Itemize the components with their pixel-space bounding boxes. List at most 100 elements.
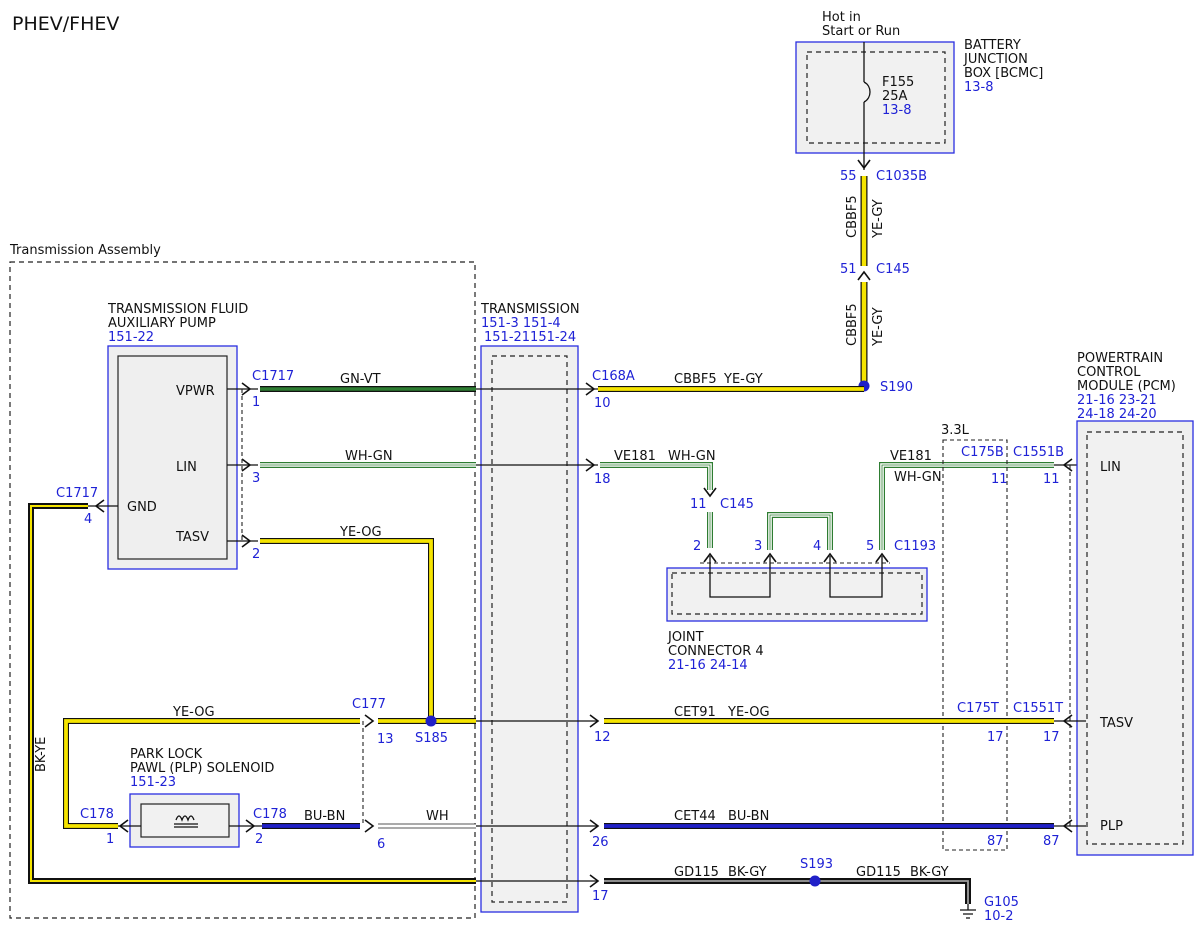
bjb-name-1: BATTERY [964,38,1021,53]
c145b-label: C145 [720,497,754,512]
wire-cbbf5-b: CBBF5 [845,303,860,346]
transmission-ref-2: 151-21151-24 [484,330,576,345]
c1717-tasv-pin: 2 [252,547,260,562]
c1717-tasv-arrow-icon [241,534,252,548]
jc-pin-3: 3 [754,539,762,554]
wire-yeog-c: YE-OG [727,705,770,720]
wire-bkgy-a: BK-GY [728,865,767,880]
transmission-block: TRANSMISSION 151-3 151-4 151-21151-24 [480,302,580,913]
wire-cet91: CET91 [674,705,716,720]
plp-solenoid: PARK LOCK PAWL (PLP) SOLENOID 151-23 [129,747,274,848]
wire-bubn-a: BU-BN [304,809,345,824]
pump-pin-vpwr: VPWR [176,384,215,399]
pcm-pin-tasv: TASV [1099,716,1133,731]
pcm-name-3: MODULE (PCM) [1077,379,1176,394]
wire-gd115-a: GD115 [674,865,719,880]
bjb-name-2: JUNCTION [963,52,1028,67]
wire-cbbf5-c: CBBF5 [674,372,717,387]
c1717-gnd-arrow-icon [94,499,105,513]
c168-tasv-pin: 12 [594,730,611,745]
c168a-pwr-arrow-icon [585,382,596,396]
jc-pin2-arrow-icon [703,552,717,563]
c1717-gnd-pin: 4 [84,512,92,527]
transmission-fluid-aux-pump: TRANSMISSION FLUID AUXILIARY PUMP 151-22… [107,302,248,570]
jc-pin-5: 5 [866,539,874,554]
c168-plp-pin: 26 [592,835,609,850]
c1717-lin-pin: 3 [252,471,260,486]
wire-wh: WH [426,809,449,824]
pump-name-2: AUXILIARY PUMP [108,316,216,331]
ground-name: G105 [984,895,1019,910]
plp-ref: 151-23 [130,775,176,790]
transmission-assembly-boundary [9,261,476,919]
pcm-ref-2: 24-18 24-20 [1077,407,1157,422]
plp-name-2: PAWL (PLP) SOLENOID [130,761,274,776]
c1717b-label: C1717 [56,486,98,501]
jc-name-1: JOINT [667,630,704,645]
jc-pin-4: 4 [813,539,821,554]
wire-yegy-b: YE-GY [871,307,886,347]
c168-gnd-pin: 17 [592,889,609,904]
c177-plp-pin: 6 [377,837,385,852]
pump-name-1: TRANSMISSION FLUID [107,302,248,317]
c168a-gnd-arrow-icon [589,874,600,888]
wire-whgn-b: WH-GN [668,449,716,464]
wire-cbbf5-a: CBBF5 [845,195,860,238]
pcm-pin-plp: PLP [1100,819,1123,834]
engine-option-label: 3.3L [941,423,970,438]
c175b-pin: 11 [991,472,1008,487]
wire-yegy-c: YE-GY [723,372,763,387]
wire-whgn-c: WH-GN [894,470,942,485]
c1551t-label: C1551T [1013,701,1063,716]
c175b-label: C175B [961,445,1004,460]
wire-whgn-a: WH-GN [345,449,393,464]
c1551t-tasv-pin: 17 [1043,730,1060,745]
c177-pin: 13 [377,732,394,747]
s190-label: S190 [880,380,913,395]
splice-s193 [809,875,821,887]
c168-lin-pin: 18 [594,472,611,487]
fuse-ref: 13-8 [882,103,912,118]
pump-pin-tasv: TASV [175,530,209,545]
c1717-lin-arrow-icon [241,458,252,472]
solenoid-coil-icon [174,815,198,828]
start-or-run-label: Start or Run [822,24,900,39]
c178a-arrow-icon [118,819,129,833]
c177-arrow-icon [364,714,375,728]
c178b-label: C178 [253,807,287,822]
wire-gnvt: GN-VT [340,372,381,387]
c145-arrow-icon [857,270,871,281]
c145b-arrow-icon [703,487,717,498]
bjb-ref: 13-8 [964,80,994,95]
joint-connector-4: JOINT CONNECTOR 4 21-16 24-14 [666,562,928,673]
jc-name-2: CONNECTOR 4 [668,644,764,659]
pcm-pin-lin: LIN [1100,460,1121,475]
pump-pin-lin: LIN [176,460,197,475]
pcm-name-1: POWERTRAIN [1077,351,1163,366]
wire-yegy-a: YE-GY [871,199,886,239]
c145-label: C145 [876,262,910,277]
c1551t-plp-pin: 87 [1043,834,1060,849]
wire-bkye: BK-YE [34,737,49,772]
c1551b-arrow-icon [1062,458,1073,472]
fuse-icon [863,81,871,103]
c178a-pin: 1 [106,832,114,847]
pcm-ref-1: 21-16 23-21 [1077,393,1157,408]
c145b-pin: 11 [690,497,707,512]
wire-ve181-b: VE181 [890,449,932,464]
bjb-name-3: BOX [BCMC] [964,66,1043,81]
jc-pin-2: 2 [693,539,701,554]
engine-option-boundary [942,439,1008,851]
wire-yeog-a: YE-OG [339,525,382,540]
c177-plp-arrow-icon [364,819,375,833]
c175t-tasv-pin: 17 [987,730,1004,745]
wire-ve181-a: VE181 [614,449,656,464]
s185-label: S185 [415,731,448,746]
c1551t-tasv-arrow-icon [1062,714,1073,728]
wire-yeog-b: YE-OG [172,705,215,720]
page-title: PHEV/FHEV [12,13,119,35]
c1717-vpwr-pin: 1 [252,395,260,410]
c1551b-label: C1551B [1013,445,1064,460]
fuse-amps: 25A [882,89,908,104]
